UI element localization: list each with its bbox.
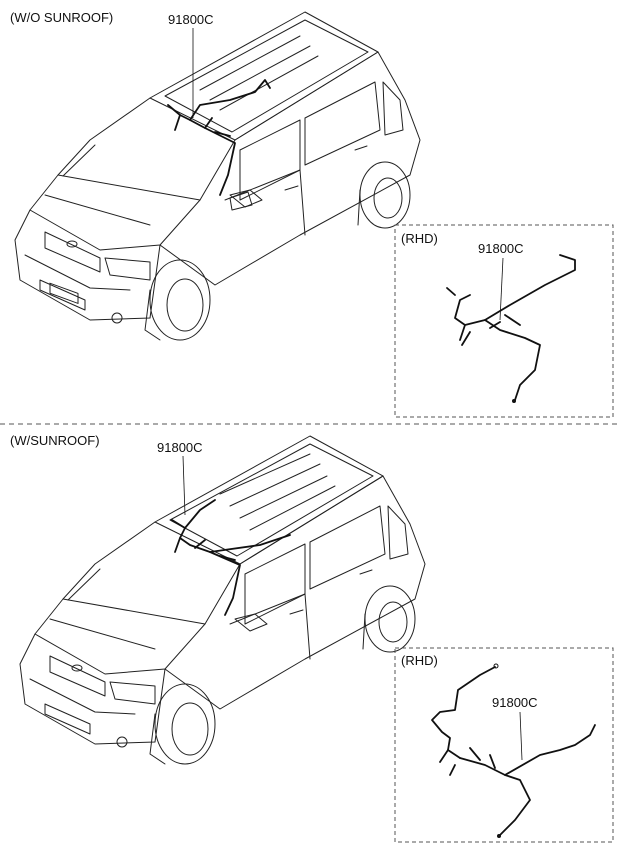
roof-wire-harness xyxy=(171,519,241,616)
rhd-wire-harness xyxy=(446,254,576,403)
rhd-inset-frame xyxy=(394,647,614,843)
rhd-heading: (RHD) xyxy=(401,231,438,246)
section-heading-without-sunroof: (W/O SUNROOF) xyxy=(10,10,113,25)
rhd-heading: (RHD) xyxy=(401,653,438,668)
rhd-leader-line xyxy=(519,711,523,761)
vehicle-illustration xyxy=(14,11,421,341)
rhd-part-number-label: 91800C xyxy=(478,241,524,256)
harness-branch xyxy=(189,79,271,121)
harness-connectors xyxy=(174,537,236,561)
rhd-inset-frame xyxy=(394,224,614,418)
rhd-wire-harness xyxy=(431,663,596,838)
harness-connectors xyxy=(174,114,231,137)
part-number-label: 91800C xyxy=(168,12,214,27)
section-with-sunroof: (W/SUNROOF) 91800C xyxy=(10,433,614,843)
rhd-part-number-label: 91800C xyxy=(492,695,538,710)
section-heading-with-sunroof: (W/SUNROOF) xyxy=(10,433,100,448)
vehicle-illustration xyxy=(19,435,426,765)
harness-branch xyxy=(184,499,291,553)
section-without-sunroof: (W/O SUNROOF) 91800C xyxy=(10,10,614,418)
part-number-label: 91800C xyxy=(157,440,203,455)
